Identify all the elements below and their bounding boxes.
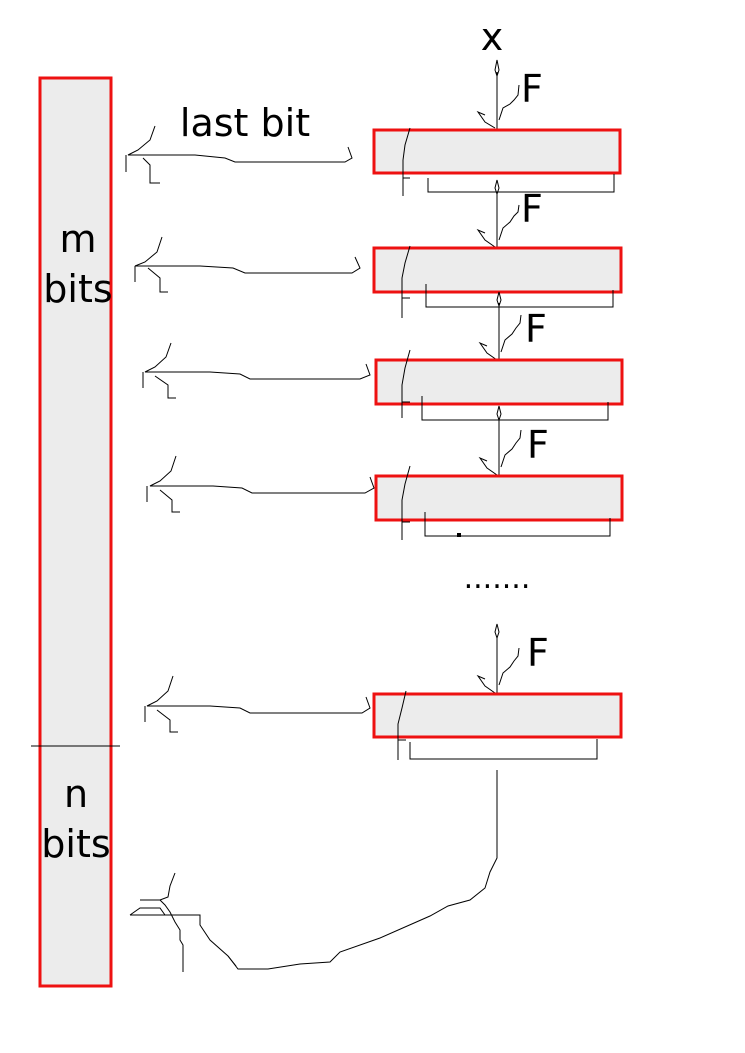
feedback-bracket-2: [425, 284, 614, 308]
f-hook-2: [476, 228, 496, 248]
arrowhead-2: [494, 179, 500, 196]
f-hook-3: [478, 341, 498, 361]
round-last: F: [144, 623, 623, 760]
box-tail-5: [397, 690, 407, 760]
f-squiggle-4: [500, 429, 522, 468]
box-tail-1: [402, 127, 411, 196]
bit-wire-3: [142, 342, 371, 399]
m-bits-label-bits: bits: [43, 267, 112, 311]
round-2: F: [134, 179, 623, 318]
f-box-2: [372, 246, 623, 294]
feedback-bracket-4: [424, 512, 611, 537]
m-bits-label-m: m: [59, 217, 96, 261]
output-wire-detail: [129, 872, 237, 972]
arrowhead-1: [494, 59, 500, 78]
function-f-label-5: F: [527, 631, 549, 675]
last-bit-label: last bit: [180, 101, 310, 145]
function-f-label-2: F: [521, 187, 543, 231]
f-squiggle-5: [498, 647, 520, 686]
feedback-bracket-1: [427, 174, 615, 193]
feedback-bracket-3: [421, 396, 609, 421]
f-hook-4: [478, 456, 498, 476]
function-f-label-1: F: [521, 67, 543, 111]
register-bar: [38, 76, 113, 988]
f-box-4: [374, 474, 624, 522]
feedback-bracket-5: [409, 739, 598, 760]
f-hook-1: [476, 110, 496, 129]
bit-wire-4: [146, 455, 375, 513]
n-bits-label-n: n: [64, 772, 88, 816]
f-box-1: [372, 128, 622, 175]
bit-register: m bits n bits: [31, 76, 120, 988]
bit-wire-2: [134, 236, 361, 293]
ellipsis-label: .......: [464, 561, 531, 596]
box-tail-4: [401, 465, 411, 540]
f-squiggle-1: [498, 84, 520, 121]
f-box-5: [372, 692, 623, 739]
f-squiggle-3: [500, 314, 522, 353]
arrowhead-5: [494, 623, 500, 640]
arrowhead-3: [496, 291, 502, 308]
bit-wire-5: [144, 675, 371, 733]
output-wire: [175, 770, 498, 970]
round-1: F: [125, 59, 622, 196]
input-x-label: x: [481, 15, 504, 59]
box-tail-3: [401, 349, 411, 418]
f-squiggle-2: [498, 204, 520, 241]
f-box-3: [374, 358, 624, 406]
function-f-label-3: F: [525, 307, 547, 351]
bit-wire-1: [125, 125, 353, 184]
n-bits-label-bits: bits: [41, 822, 110, 866]
f-hook-5: [476, 674, 496, 694]
round-3: F: [142, 291, 624, 421]
round-4: F: [146, 405, 624, 540]
arrowhead-4: [496, 405, 502, 422]
function-f-label-4: F: [527, 423, 549, 467]
stray-dot: [457, 533, 461, 537]
box-tail-2: [401, 245, 411, 318]
